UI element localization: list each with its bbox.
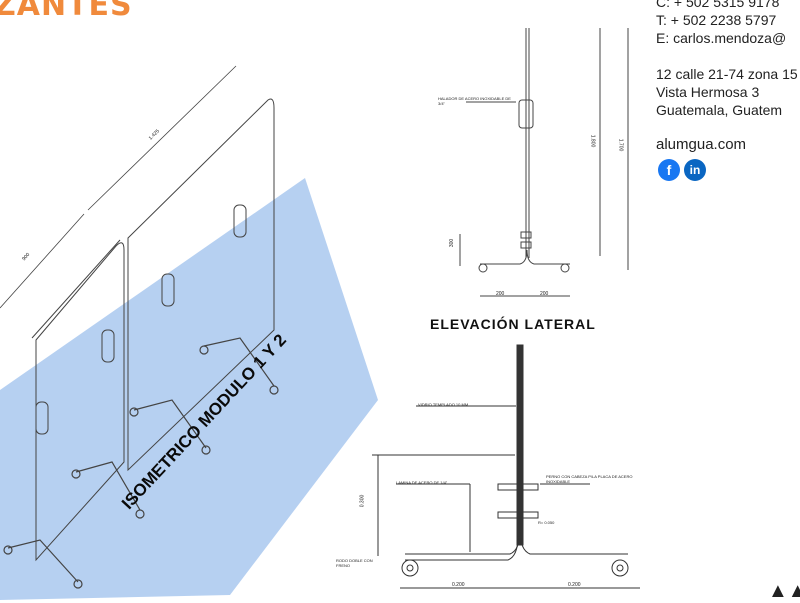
- website-link[interactable]: alumgua.com: [656, 136, 747, 153]
- iso-dimensions: [0, 65, 237, 309]
- linkedin-icon[interactable]: in: [684, 159, 706, 181]
- detail-dim-height: 0.300: [359, 494, 366, 508]
- corner-logo-icon: ▲▲: [768, 580, 800, 602]
- elev-dim-left: 200: [496, 291, 505, 297]
- iso-module-2: [127, 98, 275, 472]
- address-line-2: Vista Hermosa 3: [656, 84, 760, 100]
- elev-dim-h2: 1.700: [617, 138, 624, 152]
- contact-tel: T: + 502 2238 5797: [656, 12, 777, 28]
- elev-dim-h1: 1.800: [589, 134, 596, 148]
- detail-plate-note: LAMINA DE ACERO DE 1/4": [396, 480, 448, 485]
- detail-glass-note: VIDRIO TEMPLADO 10 MM: [418, 402, 469, 407]
- address-line-1: 12 calle 21-74 zona 15: [656, 66, 798, 82]
- detail-dim-left: 0.200: [452, 582, 465, 588]
- contact-cell: C: + 502 5315 9178: [656, 0, 780, 10]
- iso-module-1: [31, 239, 125, 562]
- contact-email[interactable]: E: carlos.mendoza@: [656, 30, 787, 46]
- elevation-title: ELEVACIÓN LATERAL: [430, 316, 596, 332]
- brand-title: ZANTES: [0, 0, 133, 23]
- detail-wheel-note: RODO DOBLE CON FRENO: [336, 558, 373, 568]
- address-line-3: Guatemala, Guatem: [656, 102, 783, 118]
- elev-handle-note: HALADOR DE ACERO INOXIDABLE DE 3/4": [438, 96, 511, 106]
- iso-feet: [3, 337, 279, 589]
- elevation-drawing: [459, 28, 629, 297]
- elev-dim-foot: 300: [449, 238, 456, 248]
- facebook-icon[interactable]: f: [658, 159, 680, 181]
- detail-drawing: [372, 344, 640, 589]
- detail-bolt-note: PERNO CON CABEZA P/LA PLACA DE ACERO INO…: [546, 474, 633, 484]
- detail-radius: R= 0.050: [538, 520, 555, 525]
- detail-dim-right: 0.200: [568, 582, 581, 588]
- elev-dim-right: 200: [540, 291, 549, 297]
